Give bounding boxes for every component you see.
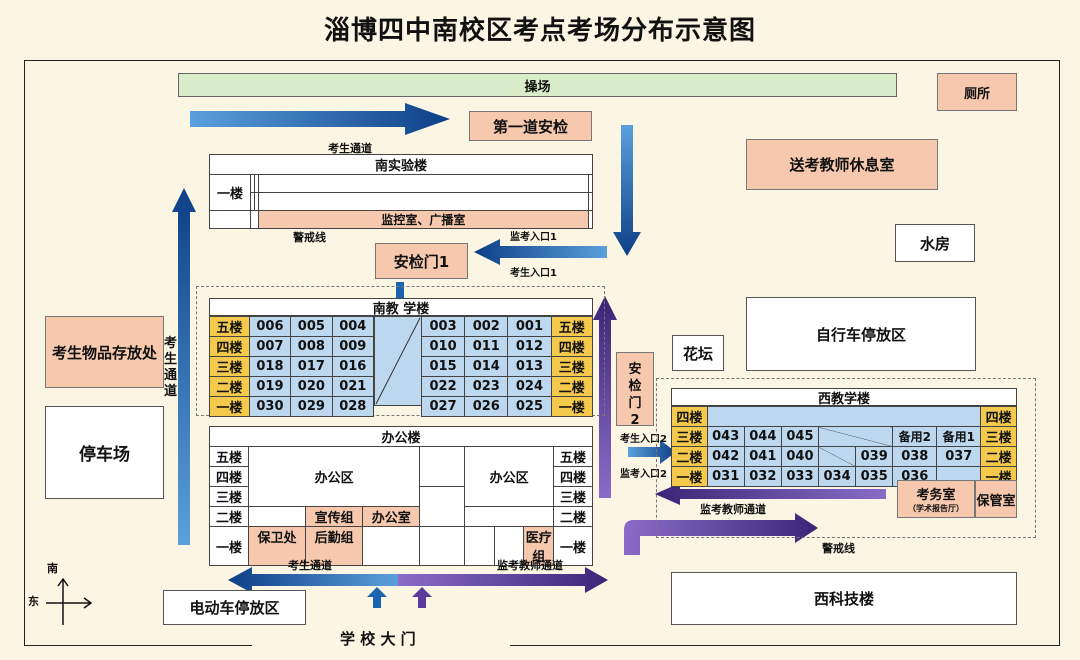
arrow-student-entry2 [628, 440, 676, 464]
teacher-rest-room: 送考教师休息室 [746, 139, 938, 190]
label-student-entry1: 考生入口1 [510, 268, 557, 279]
south-teaching-cordon [196, 286, 605, 416]
label-proctor-passage-east: 监考教师通道 [700, 503, 766, 516]
office-building: 办公楼 五楼办公区办公区五楼 四楼四楼 三楼三楼 二楼宣传组办公室二楼 一楼保卫… [209, 426, 593, 566]
campus-boundary [24, 60, 1060, 646]
water-room: 水房 [895, 224, 975, 262]
exam-office: 考务室 （学术报告厅） [897, 480, 975, 518]
south-lab-floor1: 一楼 [209, 174, 251, 211]
custody-room: 保管室 [975, 480, 1017, 518]
student-storage: 考生物品存放处 [45, 316, 164, 388]
south-lab-name: 南实验楼 [209, 154, 593, 175]
arrow-top-east [190, 103, 450, 135]
compass-east: 东 [28, 595, 39, 608]
arrow-proctor-hook [624, 513, 818, 555]
west-teaching-cordon [656, 378, 1036, 538]
arrow-gate-blue [367, 587, 387, 608]
control-room: 监控室、广播室 [257, 210, 590, 229]
west-science-building: 西科技楼 [671, 572, 1017, 625]
flower-bed: 花坛 [672, 335, 724, 371]
arrow-bottom-west [228, 567, 398, 593]
toilet: 厕所 [937, 73, 1017, 111]
gate-opening [252, 638, 510, 654]
arrow-gate-purple [412, 587, 432, 608]
school-gate: 学 校 大 门 [340, 630, 416, 648]
label-student-entry2: 考生入口2 [620, 434, 667, 445]
playground: 操场 [178, 73, 897, 97]
exam-office-note: （学术报告厅） [908, 504, 964, 513]
arrow-purple-up [593, 296, 617, 498]
south-teaching-stair [374, 316, 422, 406]
label-proctor-entry2: 监考入口2 [620, 469, 667, 480]
ebike-parking: 电动车停放区 [163, 590, 306, 625]
west-teaching-name: 西教学楼 [671, 388, 1017, 407]
label-proctor-entry1: 监考入口1 [510, 232, 557, 243]
south-teaching-name: 南教 学楼 [209, 298, 593, 317]
bike-parking: 自行车停放区 [746, 297, 976, 371]
compass-south: 南 [47, 562, 58, 575]
office-area-right: 办公区 [464, 446, 554, 507]
label-student-passage-top: 考生通道 [328, 142, 372, 155]
security-gate-2: 安检门2 [616, 352, 654, 428]
office-area-left: 办公区 [247, 446, 421, 507]
label-cordon-east: 警戒线 [822, 542, 855, 555]
label-student-passage-bottom: 考生通道 [288, 559, 332, 572]
exam-office-label: 考务室 [916, 488, 956, 503]
arrow-down-right [613, 125, 641, 256]
label-cordon-top: 警戒线 [293, 231, 326, 244]
label-proctor-passage-bottom: 监考教师通道 [497, 559, 563, 572]
label-student-passage-left: 考生通道 [164, 336, 178, 399]
arrow-left-up [172, 188, 196, 545]
parking-lot: 停车场 [45, 406, 164, 499]
arrow-bottom-east [398, 567, 608, 593]
arrow-proctor-west [655, 483, 886, 505]
security-gate-1: 安检门1 [375, 243, 468, 279]
arrow-to-checkgate1 [474, 239, 607, 265]
office-name: 办公楼 [209, 426, 593, 447]
south-lab-building: 南实验楼 一楼 监控室、广播室 [209, 154, 593, 229]
first-security-check: 第一道安检 [469, 111, 592, 141]
page-title: 淄博四中南校区考点考场分布示意图 [323, 16, 756, 46]
